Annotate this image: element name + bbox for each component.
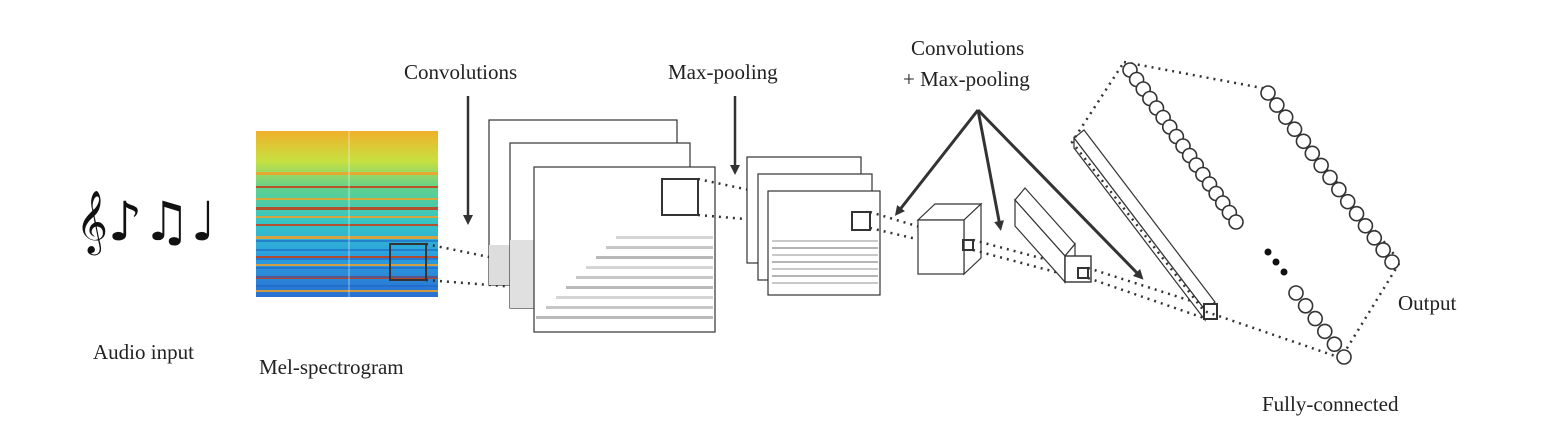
neuron [1322,169,1338,186]
neuron [1331,181,1347,198]
neuron [1277,109,1294,125]
conv-pool-arrow [976,109,1004,231]
mel-spectrogram-image [256,131,438,297]
neuron [1286,121,1303,138]
spectrogram-receptive-field [389,243,427,281]
neuron [1375,242,1391,258]
conv-map-texture [536,236,713,319]
neuron [1228,214,1244,230]
label-convolutions: Convolutions [404,60,517,84]
neuron [1336,349,1352,365]
label-conv-pool-line1: Convolutions [911,36,1024,60]
neuron [1348,205,1365,222]
conv-pool-block-1 [916,202,983,276]
conv-receptive-field [661,178,699,216]
neuron [1307,310,1323,327]
neuron [1384,254,1400,270]
music-notes-icon: 𝄞♪♫♩ [76,190,216,256]
neuron [1260,85,1276,101]
fully-connected-boundary [1070,60,1402,360]
label-output: Output [1398,291,1457,315]
ellipsis-dot [1272,258,1280,266]
neuron [1297,297,1314,314]
neuron [1304,145,1321,162]
projection-line [425,278,684,302]
neuron [1317,323,1333,340]
neuron [1339,193,1356,210]
ellipsis-dot [1280,268,1288,276]
ellipsis-dot [1264,248,1272,256]
neuron [1366,230,1383,246]
spectrogram-bands [256,131,438,297]
pooled-feature-map-3 [767,190,881,296]
label-max-pooling: Max-pooling [668,60,778,84]
projection-line [869,226,964,252]
label-conv-pool-line2: + Max-pooling [903,67,1030,91]
pooled-map-texture [772,240,878,284]
conv-pool-block-2 [1014,187,1092,284]
neuron [1288,285,1304,301]
conv-feature-map-3 [533,166,716,333]
label-audio-input: Audio input [93,340,194,364]
neuron [1313,157,1329,174]
conv-pool-arrow [894,109,980,216]
conv-pool-block-3 [1073,129,1218,322]
neuron [1269,97,1285,113]
neuron [1326,336,1343,353]
fully-connected-neurons [1122,62,1400,365]
pooled-receptive-field [851,211,871,231]
label-mel-spectrogram: Mel-spectrogram [259,355,404,379]
label-fully-connected: Fully-connected [1262,392,1399,416]
neuron [1295,133,1312,150]
neuron [1357,217,1374,234]
conv-pool-arrow [976,108,1144,280]
